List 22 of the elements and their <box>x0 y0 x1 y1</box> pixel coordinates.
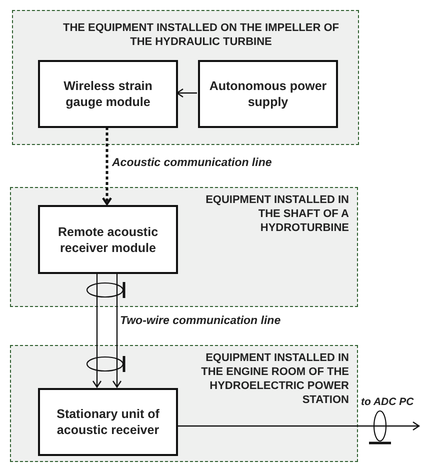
edge-label: Acoustic communication line <box>111 157 273 169</box>
equipment-group-panel <box>10 345 358 462</box>
equipment-group-panel <box>12 10 359 145</box>
arrow <box>92 273 102 388</box>
group-heading: THE EQUIPMENT INSTALLED ON THE IMPELLER OF THE HYDRAULIC TURBINE <box>62 21 340 49</box>
edge-label: Two-wire communication line <box>119 315 282 327</box>
module-box <box>38 388 178 456</box>
edge-label: to ADC PC <box>360 396 415 408</box>
module-label: Autonomous power supply <box>208 78 328 110</box>
equipment-group-panel <box>10 187 358 307</box>
module-label: Wireless strain gauge module <box>62 78 154 110</box>
module-box <box>198 60 338 128</box>
arrow <box>177 421 420 431</box>
arrow <box>176 88 197 98</box>
group-heading: EQUIPMENT INSTALLED IN THE SHAFT OF A HYDROTURBINE <box>204 193 349 235</box>
module-label: Stationary unit of acoustic receiver <box>56 406 160 438</box>
module-label: Remote acoustic receiver module <box>56 224 160 256</box>
module-box <box>38 60 178 128</box>
module-box <box>38 205 178 274</box>
dotted-arrow <box>102 127 112 206</box>
arrow <box>112 273 122 388</box>
group-heading: EQUIPMENT INSTALLED IN THE ENGINE ROOM OF THE HYDROELECTRIC POWER STATION <box>200 351 349 407</box>
